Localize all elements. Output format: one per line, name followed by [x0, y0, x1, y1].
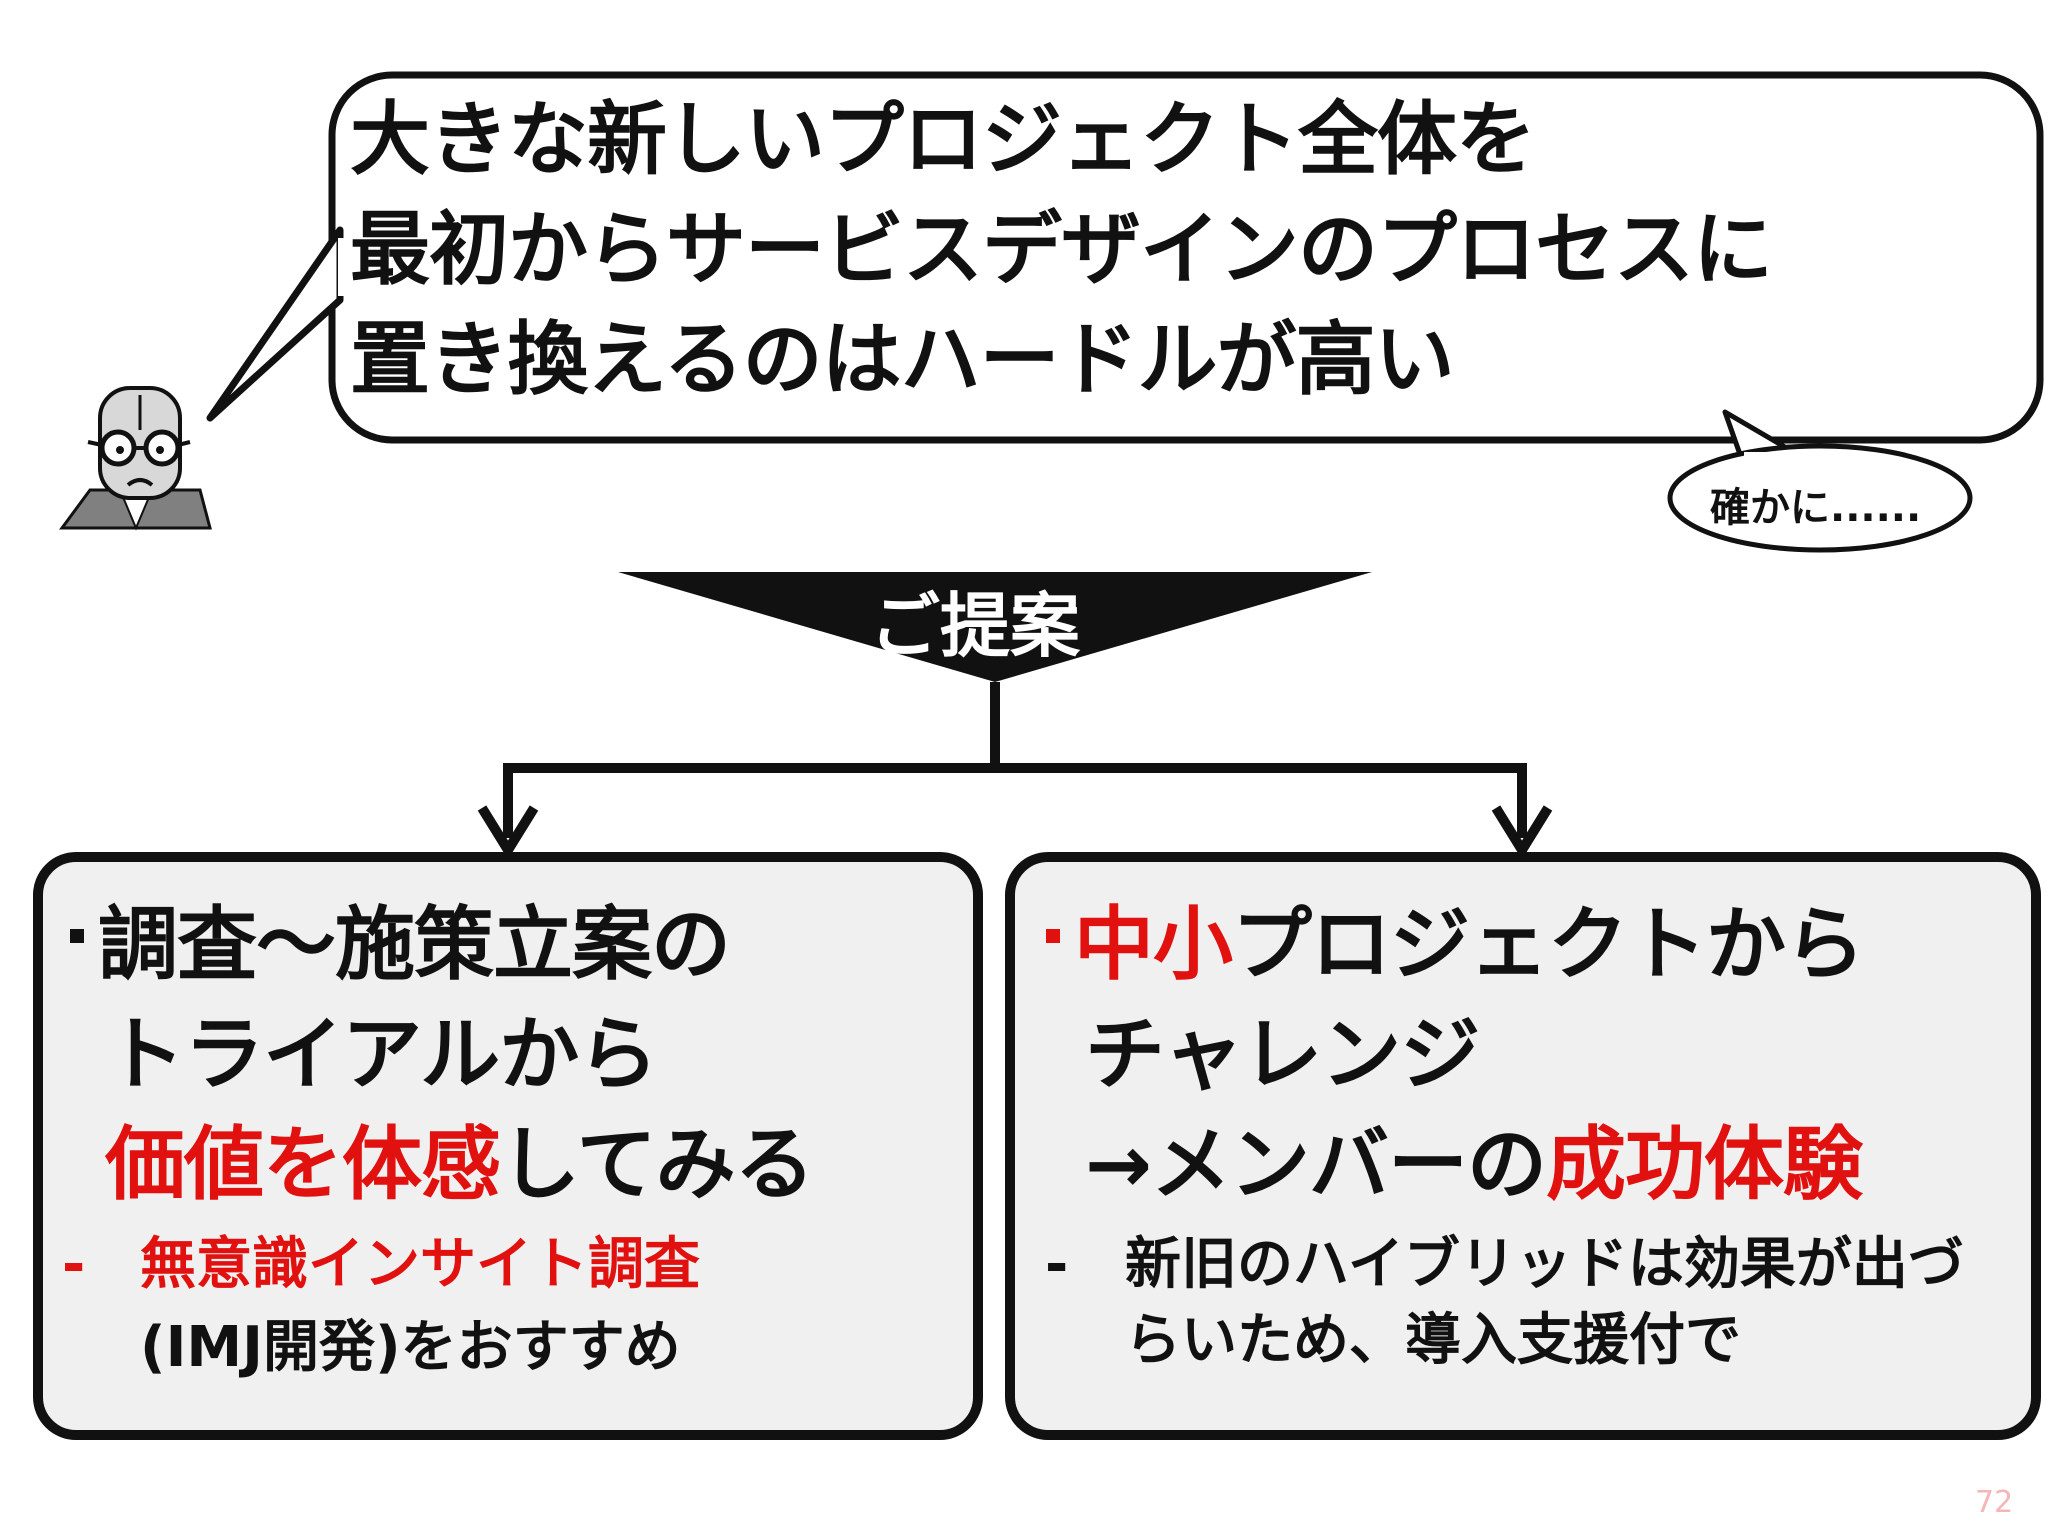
bullet-square-icon	[70, 929, 84, 944]
right-dash: -	[1045, 1232, 1069, 1297]
left-line-1: 調査〜施策立案の	[70, 905, 731, 985]
right-box-frame	[1005, 852, 2041, 1440]
proposal-triangle	[618, 572, 1372, 682]
right-line-3: →メンバーの成功体験	[1085, 1125, 1863, 1205]
right-line-1: 中小プロジェクトから	[1046, 905, 1865, 985]
reply-text: 確かに......	[1710, 485, 1922, 531]
reply-bubble	[1667, 409, 1973, 553]
right-line-1-highlight: 中小	[1074, 898, 1233, 991]
page-number: 72	[1975, 1485, 2014, 1520]
speech-bubble	[206, 71, 2044, 444]
right-line-3-pre: →メンバーの	[1085, 1118, 1547, 1211]
right-line-2: チャレンジ	[1085, 1008, 1480, 1101]
connector-arrows	[477, 682, 1553, 860]
left-line-3: 価値を体感してみる	[105, 1125, 815, 1205]
speech-line-2: 最初からサービスデザインのプロセスに	[350, 203, 1773, 296]
right-line-1-rest: プロジェクトから	[1232, 898, 1865, 991]
left-sub-highlight: 無意識インサイト調査	[140, 1232, 700, 1297]
left-line-3-highlight: 価値を体感	[105, 1118, 501, 1211]
left-dash: -	[62, 1232, 86, 1297]
left-line-1-text: 調査〜施策立案の	[98, 898, 731, 991]
right-line-3-highlight: 成功体験	[1546, 1118, 1863, 1211]
left-line-2: トライアルから	[105, 1008, 658, 1101]
person-glasses-icon	[59, 386, 212, 531]
speech-line-1: 大きな新しいプロジェクト全体を	[350, 93, 1536, 186]
left-sub-rest: (IMJ開発)をおすすめ	[140, 1315, 681, 1380]
left-box-frame	[33, 852, 983, 1440]
speech-line-3: 置き換えるのはハードルが高い	[350, 313, 1455, 406]
right-sub-line-1: 新旧のハイブリッドは効果が出づ	[1125, 1232, 1964, 1297]
left-line-3-rest: してみる	[500, 1118, 815, 1211]
bullet-square-icon	[1046, 929, 1060, 944]
proposal-label: ご提案	[870, 585, 1080, 667]
right-sub-line-2: らいため、導入支援付で	[1125, 1308, 1741, 1373]
